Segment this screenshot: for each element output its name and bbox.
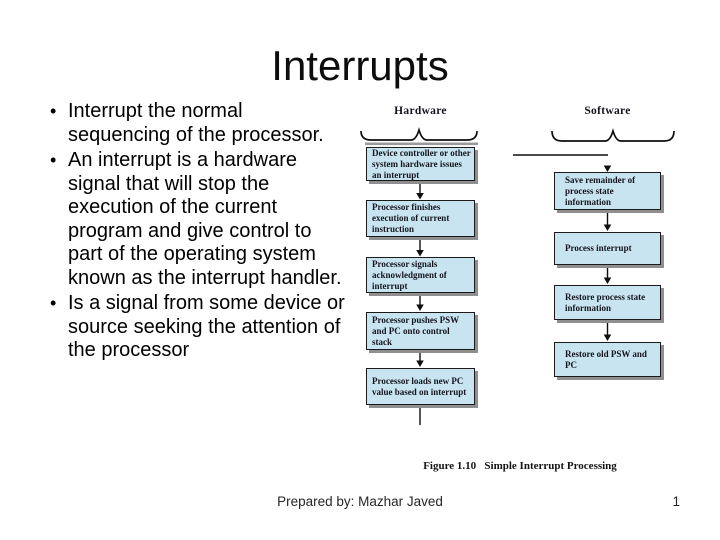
hardware-step-box: Processor pushes PSW and PC onto control… xyxy=(366,312,475,350)
page-title: Interrupts xyxy=(271,42,449,89)
software-step-box: Restore old PSW and PC xyxy=(554,342,661,377)
bullet-text: Interrupt the normal sequencing of the p… xyxy=(68,100,324,146)
hardware-step-box: Processor loads new PC value based on in… xyxy=(366,368,475,405)
bullet-item: • An interrupt is a hardware signal that… xyxy=(41,149,350,290)
bullet-text: Is a signal from some device or source s… xyxy=(68,292,345,361)
software-step-box: Process interrupt xyxy=(554,232,661,265)
flow-arrow xyxy=(603,320,612,341)
software-brace-icon xyxy=(551,128,675,142)
software-step-box: Save remainder of process state informat… xyxy=(554,172,661,210)
hardware-column-label: Hardware xyxy=(394,105,447,117)
bullet-item: • Is a signal from some device or source… xyxy=(41,292,350,363)
hardware-brace-icon xyxy=(360,127,478,141)
hardware-step-box: Device controller or other system hardwa… xyxy=(366,147,475,181)
flow-arrowhead xyxy=(603,165,612,172)
brace-shadow-bar xyxy=(365,142,478,146)
bullet-icon: • xyxy=(50,101,57,121)
software-step-box: Restore process state information xyxy=(554,285,661,320)
flow-arrow xyxy=(416,293,424,311)
bullet-text: An interrupt is a hardware signal that w… xyxy=(68,149,342,289)
hardware-step-box: Processor signals acknowledgment of inte… xyxy=(366,257,475,293)
bullet-list: • Interrupt the normal sequencing of the… xyxy=(41,100,350,365)
flow-arrow xyxy=(416,181,424,200)
figure-caption: Figure 1.10 Simple Interrupt Processing xyxy=(423,460,617,472)
bullet-icon: • xyxy=(50,150,57,170)
bullet-icon: • xyxy=(50,293,57,313)
flow-arrow xyxy=(603,210,612,231)
software-column-label: Software xyxy=(584,105,631,117)
hardware-step-box: Processor finishes execution of current … xyxy=(366,200,475,237)
bullet-item: • Interrupt the normal sequencing of the… xyxy=(41,100,350,147)
flow-arrow xyxy=(416,237,424,257)
page-number: 1 xyxy=(672,494,680,509)
flow-arrow xyxy=(603,265,612,284)
footer-prepared-by: Prepared by: Mazhar Javed xyxy=(277,494,443,509)
diagram-connectors xyxy=(360,127,675,425)
flow-arrow xyxy=(416,350,424,367)
